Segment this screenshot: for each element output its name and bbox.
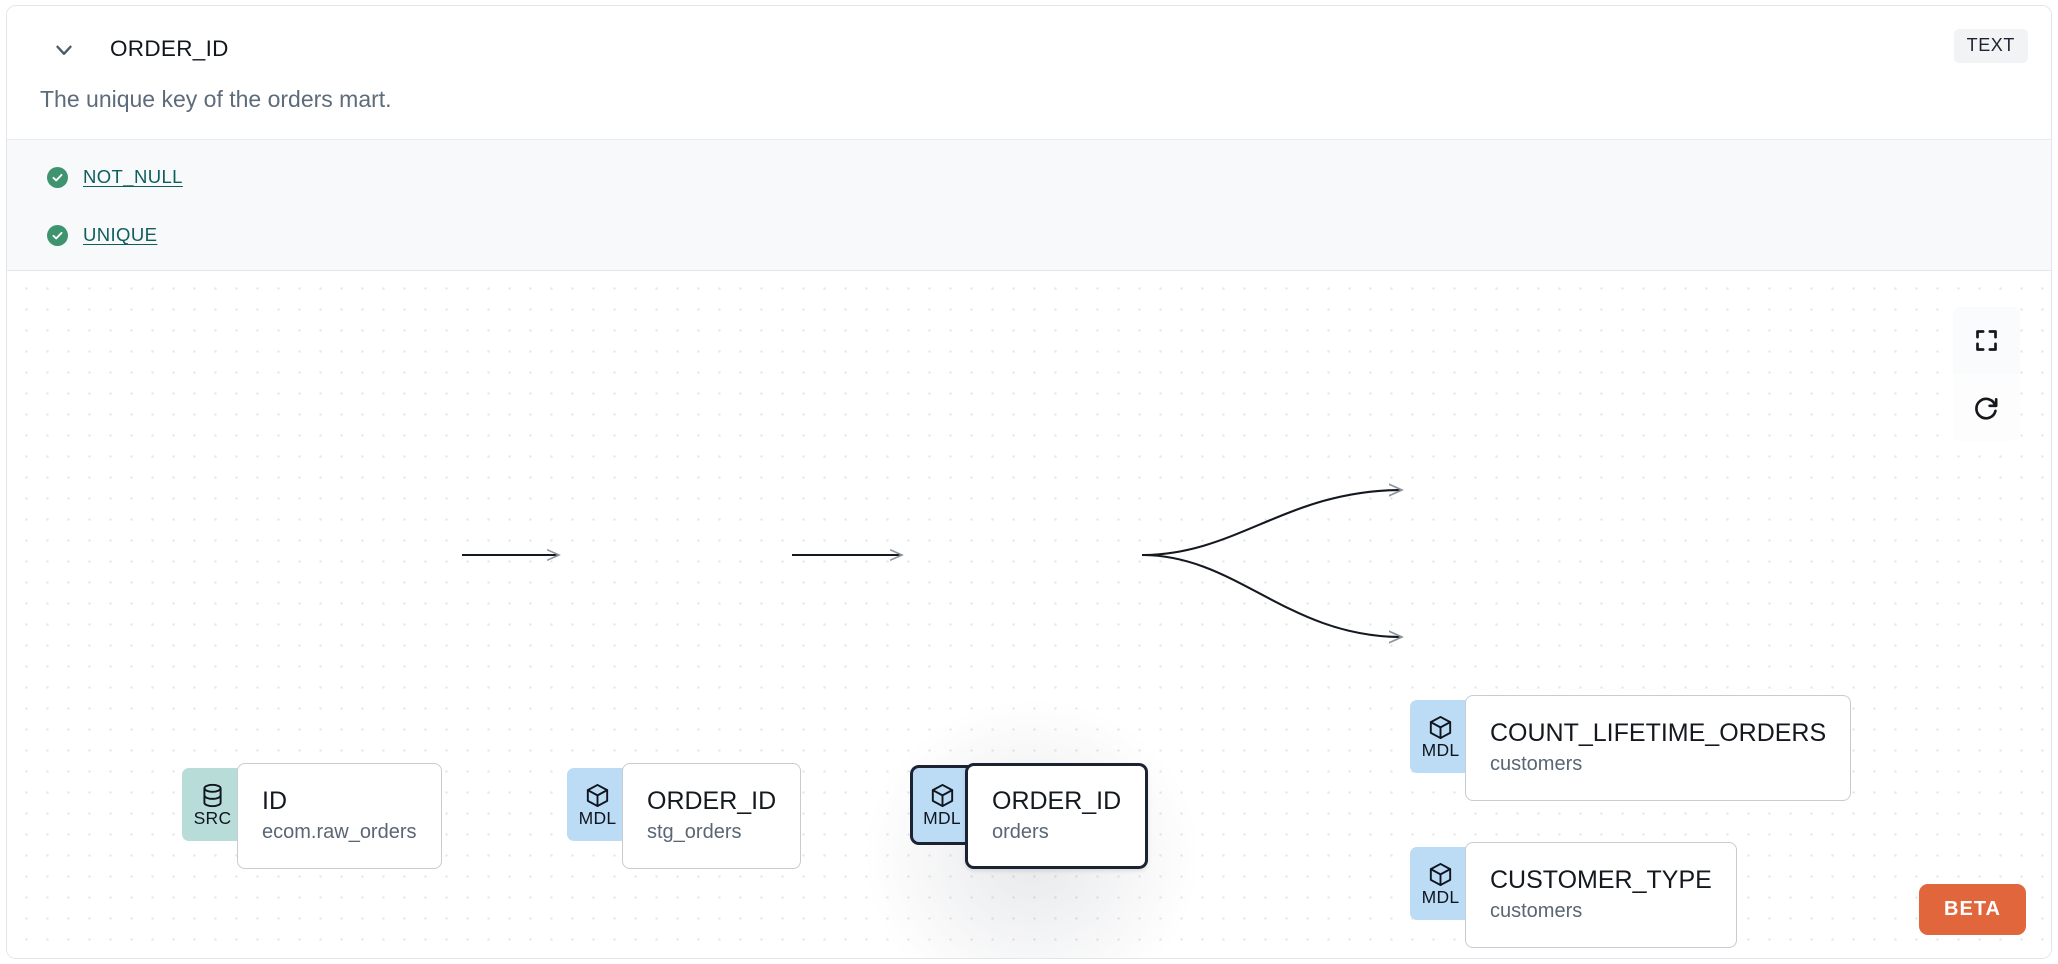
lineage-canvas[interactable]: SRC ID ecom.raw_orders MDL ORDER_ID stg_… [7,272,2052,959]
node-model-name: customers [1490,752,1583,775]
node-badge-label: MDL [923,808,961,829]
cube-icon [931,784,953,808]
node-body[interactable]: ORDER_ID stg_orders [622,763,802,869]
cube-icon [1429,715,1452,739]
node-column-name: CUSTOMER_TYPE [1490,865,1712,894]
reset-view-button[interactable] [1953,374,2020,441]
fullscreen-icon [1976,330,1997,351]
node-body[interactable]: CUSTOMER_TYPE customers [1465,842,1737,948]
test-item[interactable]: NOT_NULL [47,162,183,192]
column-detail-panel: ORDER_ID TEXT The unique key of the orde… [6,5,2052,959]
node-model-name: customers [1490,899,1583,922]
canvas-controls [1953,307,2020,441]
column-description: The unique key of the orders mart. [40,86,392,112]
node-model-name: ecom.raw_orders [262,820,417,843]
lineage-node-customer-type[interactable]: MDL CUSTOMER_TYPE customers [1410,842,1737,948]
test-link-not-null[interactable]: NOT_NULL [83,166,183,187]
lineage-node-stg-orders[interactable]: MDL ORDER_ID stg_orders [567,763,802,869]
lineage-edges [462,272,2052,959]
cube-icon [586,783,609,807]
node-body[interactable]: COUNT_LIFETIME_ORDERS customers [1465,695,1852,801]
node-badge-label: MDL [1421,886,1460,907]
node-column-name: ORDER_ID [647,786,777,815]
node-badge-label: MDL [578,807,617,828]
refresh-icon [1975,397,1998,420]
check-circle-icon [47,224,68,246]
lineage-node-orders-selected[interactable]: MDL ORDER_ID orders [910,763,1149,869]
node-badge-label: MDL [1421,739,1460,760]
node-model-name: stg_orders [647,820,742,843]
node-type-badge-mdl: MDL [1410,847,1471,920]
node-type-badge-mdl: MDL [910,765,971,845]
node-body[interactable]: ID ecom.raw_orders [237,763,442,869]
node-column-name: ID [262,786,287,815]
node-badge-label: SRC [193,807,232,828]
database-icon [203,783,222,807]
check-circle-icon [47,166,68,188]
node-column-name: COUNT_LIFETIME_ORDERS [1490,718,1827,747]
fullscreen-button[interactable] [1953,307,2020,374]
beta-badge[interactable]: BETA [1919,884,2026,935]
node-body[interactable]: ORDER_ID orders [965,763,1149,869]
lineage-node-src[interactable]: SRC ID ecom.raw_orders [182,763,442,869]
node-model-name: orders [992,820,1049,843]
test-item[interactable]: UNIQUE [47,220,157,250]
lineage-node-count-lifetime-orders[interactable]: MDL COUNT_LIFETIME_ORDERS customers [1410,695,1852,801]
node-type-badge-src: SRC [182,768,243,841]
column-type-badge: TEXT [1953,29,2028,63]
chevron-down-icon[interactable] [47,33,81,67]
node-column-name: ORDER_ID [992,786,1122,815]
tests-section: NOT_NULL UNIQUE [7,139,2051,271]
test-link-unique[interactable]: UNIQUE [83,224,158,245]
panel-header: ORDER_ID TEXT [7,6,2051,85]
page-title: ORDER_ID [110,36,229,61]
node-type-badge-mdl: MDL [1410,700,1471,773]
node-type-badge-mdl: MDL [567,768,628,841]
cube-icon [1429,862,1452,886]
